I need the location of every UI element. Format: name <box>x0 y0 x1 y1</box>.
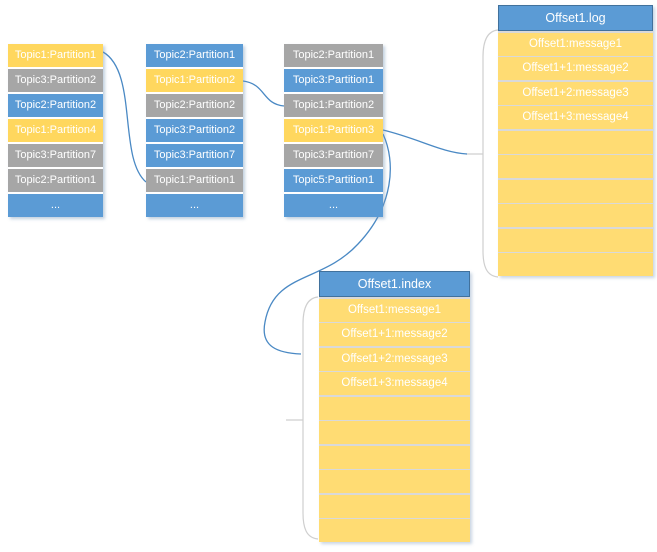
message-row: Offset1+1:message2 <box>319 323 470 346</box>
message-row: Offset1+2:message3 <box>319 347 470 371</box>
partition-cell: Topic1:Partition2 <box>146 69 243 92</box>
message-row: Offset1+3:message4 <box>319 372 470 395</box>
partition-cell: Topic1:Partition3 <box>284 119 383 142</box>
message-row: Offset1+2:message3 <box>498 81 653 105</box>
partition-cell: Topic1:Partition4 <box>8 119 103 142</box>
partition-cell: ... <box>284 194 383 217</box>
partition-cell: Topic3:Partition7 <box>8 144 103 167</box>
index-brace <box>302 296 319 540</box>
empty-row <box>498 204 653 227</box>
partition-cell: Topic3:Partition1 <box>284 69 383 92</box>
message-row: Offset1+1:message2 <box>498 57 653 80</box>
partition-cell: Topic2:Partition1 <box>146 44 243 67</box>
partition-cell: Topic3:Partition7 <box>146 144 243 167</box>
empty-row <box>319 470 470 493</box>
empty-row <box>319 396 470 420</box>
empty-row <box>319 494 470 518</box>
partition-cell: Topic5:Partition1 <box>284 169 383 192</box>
partition-cell: ... <box>8 194 103 217</box>
empty-row <box>498 130 653 154</box>
connector-stack3-to-log <box>382 129 468 155</box>
partition-cell: ... <box>146 194 243 217</box>
empty-row <box>319 519 470 542</box>
message-row: Offset1:message1 <box>319 298 470 322</box>
partition-cell: Topic1:Partition2 <box>284 94 383 117</box>
connector-stack2-to-stack3 <box>242 80 285 107</box>
message-row: Offset1+3:message4 <box>498 106 653 129</box>
partition-cell: Topic2:Partition2 <box>8 94 103 117</box>
empty-row <box>498 155 653 178</box>
partition-cell: Topic2:Partition1 <box>8 169 103 192</box>
partition-cell: Topic3:Partition2 <box>8 69 103 92</box>
empty-row <box>498 228 653 252</box>
empty-row <box>498 253 653 276</box>
connector-stack1-to-stack2 <box>102 51 147 183</box>
empty-row <box>319 421 470 444</box>
partition-cell: Topic2:Partition2 <box>146 94 243 117</box>
table-title: Offset1.log <box>498 5 653 31</box>
message-row: Offset1:message1 <box>498 32 653 56</box>
partition-cell: Topic1:Partition1 <box>8 44 103 67</box>
partition-cell: Topic3:Partition7 <box>284 144 383 167</box>
partition-cell: Topic1:Partition1 <box>146 169 243 192</box>
table-title: Offset1.index <box>319 271 470 297</box>
partition-cell: Topic3:Partition2 <box>146 119 243 142</box>
log-brace <box>482 29 499 278</box>
empty-row <box>319 445 470 469</box>
partition-cell: Topic2:Partition1 <box>284 44 383 67</box>
empty-row <box>498 179 653 203</box>
